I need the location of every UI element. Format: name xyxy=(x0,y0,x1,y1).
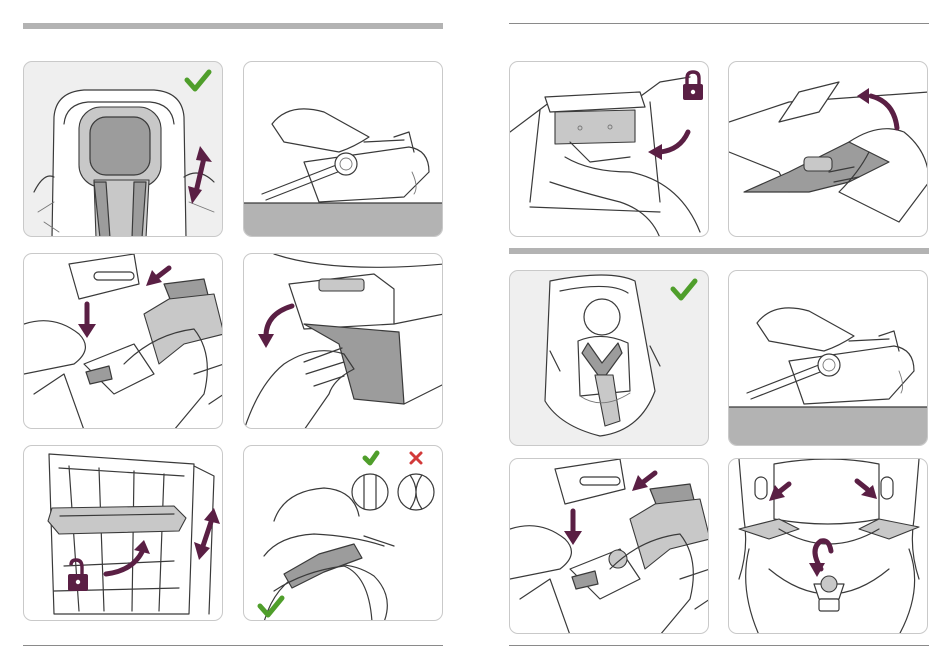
panel-flap-lift xyxy=(728,61,928,237)
panel-adjuster-lock xyxy=(509,61,709,237)
curved-arrow-icon xyxy=(809,541,831,577)
left-footer-rule xyxy=(23,645,443,646)
down-arrow-icon xyxy=(78,304,96,338)
panel-strap-check xyxy=(243,445,443,621)
right-header-rule xyxy=(509,23,929,24)
check-icon xyxy=(260,598,282,615)
right-section-bar xyxy=(509,248,929,254)
cross-icon xyxy=(411,453,421,463)
right-footer-rule xyxy=(509,645,929,646)
panel-adjuster-unlock xyxy=(23,445,223,621)
down-arrow-icon xyxy=(564,511,582,545)
panel-shoulder-straps xyxy=(728,458,928,634)
up-down-arrow-icon xyxy=(188,146,212,204)
panel-cover-flap xyxy=(243,253,443,429)
panel-seat-side-view-2 xyxy=(728,270,928,446)
curved-arrow-icon xyxy=(258,306,292,348)
up-down-arrow-icon xyxy=(194,508,220,560)
panel-harness-buckle-2 xyxy=(509,458,709,634)
panel-headrest-adjust xyxy=(23,61,223,237)
lock-icon xyxy=(683,72,703,100)
diagonal-arrow-icon xyxy=(769,484,789,501)
panel-child-secured xyxy=(509,270,709,446)
check-icon xyxy=(673,281,695,298)
panel-harness-buckle xyxy=(23,253,223,429)
check-icon xyxy=(187,72,209,89)
left-header-bar xyxy=(23,23,443,29)
diagonal-arrow-icon xyxy=(857,481,877,499)
check-icon xyxy=(365,453,377,463)
curved-arrow-icon xyxy=(857,88,897,128)
panel-seat-side-view xyxy=(243,61,443,237)
